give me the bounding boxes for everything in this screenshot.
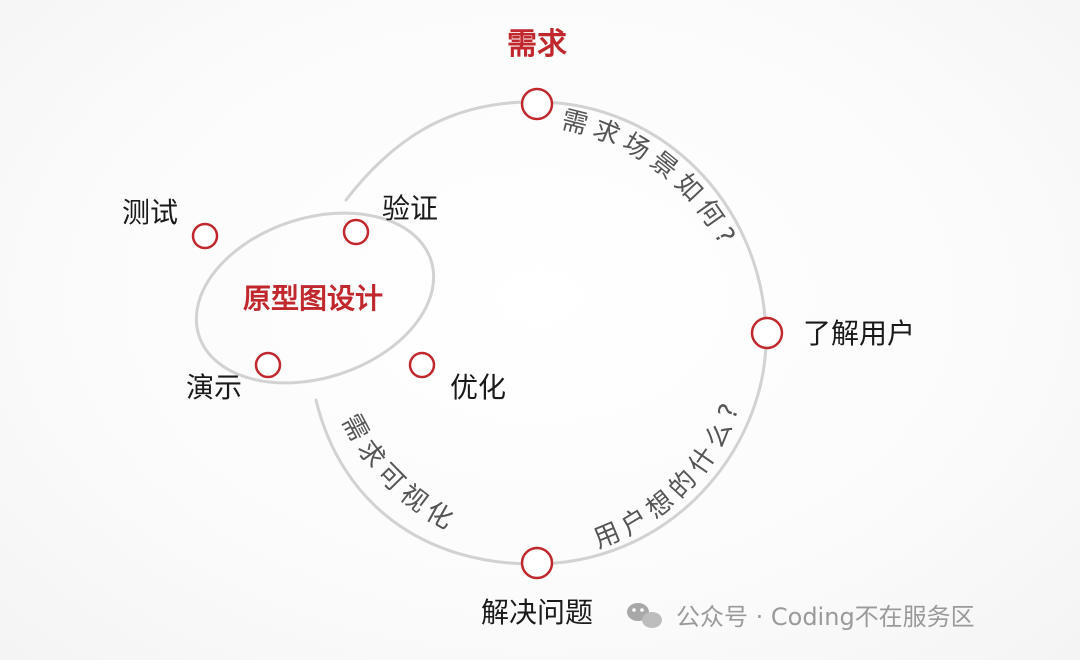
main-cycle-track [314, 100, 768, 566]
node-solve-problem [520, 546, 554, 580]
label-requirement: 需求 [507, 27, 567, 62]
node-verify [342, 218, 370, 246]
node-understand-user [750, 316, 784, 350]
prototype-loop-track [194, 211, 436, 385]
path-label-want: 用户想的什么? [589, 394, 747, 555]
watermark-text: 公众号 · Coding不在服务区 [676, 603, 975, 631]
label-demo: 演示 [186, 371, 242, 404]
label-solve-problem: 解决问题 [481, 596, 593, 629]
label-test: 测试 [122, 196, 178, 229]
node-requirement [520, 87, 554, 121]
node-optimize [408, 351, 436, 379]
wechat-icon [627, 603, 662, 628]
label-optimize: 优化 [450, 371, 506, 404]
label-verify: 验证 [382, 192, 438, 225]
path-label-scene: 需求场景如何? [558, 105, 743, 254]
label-prototype-design: 原型图设计 [243, 282, 383, 315]
path-label-visual: 需求可视化 [335, 409, 463, 538]
node-test [191, 222, 219, 250]
node-demo [254, 351, 282, 379]
label-understand-user: 了解用户 [803, 317, 915, 350]
